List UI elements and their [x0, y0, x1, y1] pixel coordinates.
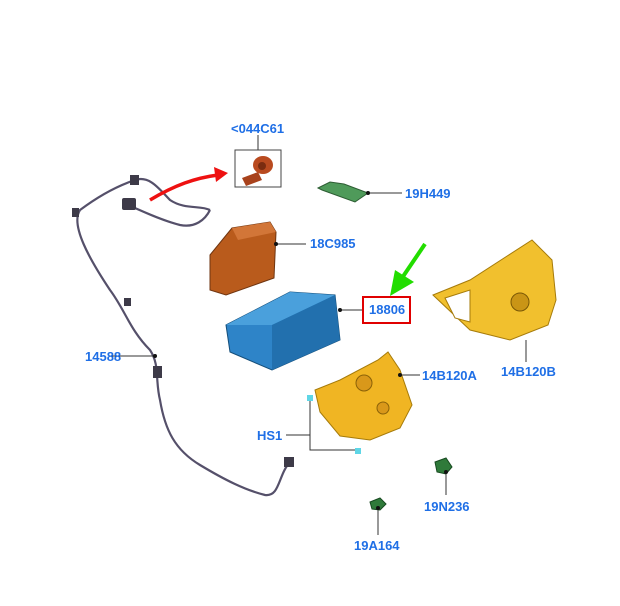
- part-label-18c985[interactable]: 18C985: [310, 236, 356, 251]
- circuit-board-19h449[interactable]: [316, 181, 370, 203]
- part-label-14b120b[interactable]: 14B120B: [501, 364, 556, 379]
- tape-roll-044c61[interactable]: [242, 156, 273, 186]
- red-pointer-arrow: [149, 173, 219, 202]
- part-label-18806[interactable]: 18806: [369, 302, 406, 317]
- green-pointer-arrow: [400, 242, 427, 280]
- part-label-19h449[interactable]: 19H449: [405, 186, 451, 201]
- control-panel-14b120a[interactable]: [314, 351, 413, 441]
- radio-unit-18806[interactable]: [225, 291, 341, 371]
- screw-hs1[interactable]: [355, 448, 361, 454]
- part-label-14588[interactable]: 14588: [85, 349, 122, 364]
- harness-connectors: [72, 175, 294, 467]
- screw-hs1[interactable]: [307, 395, 313, 401]
- module-18c985[interactable]: [209, 221, 277, 296]
- bezel-14b120b[interactable]: [432, 239, 557, 341]
- part-label-14b120a[interactable]: 14B120A: [422, 368, 477, 383]
- leader-lines: [110, 135, 527, 535]
- highlight-box-18806: [362, 296, 411, 324]
- part-label-hs1[interactable]: HS1: [257, 428, 283, 443]
- sensor-19n236[interactable]: [434, 457, 453, 475]
- part-label-044c61[interactable]: <044C61: [231, 121, 285, 136]
- part-label-19n236[interactable]: 19N236: [424, 499, 470, 514]
- part-label-19a164[interactable]: 19A164: [354, 538, 400, 553]
- sensor-19a164[interactable]: [369, 497, 387, 511]
